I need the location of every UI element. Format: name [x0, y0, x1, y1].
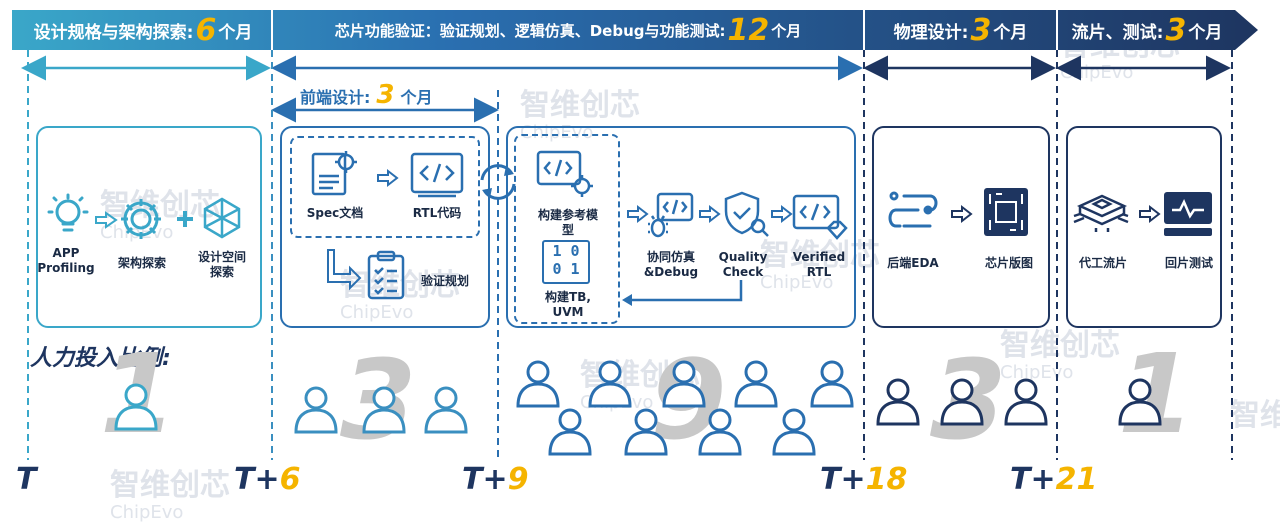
- shield-check-icon: [724, 191, 769, 237]
- flow-chart-icon: [888, 191, 938, 228]
- timeline-banner-arrow: [12, 10, 1258, 50]
- person-icon: [114, 383, 158, 431]
- foundry-tapeout-label: 代工流片: [1078, 256, 1127, 270]
- phase-box-verification: [506, 126, 856, 328]
- phase-box-physical: [872, 126, 1050, 328]
- person-icon: [1118, 378, 1162, 426]
- arrow-right-icon: [699, 204, 721, 224]
- person-icon: [876, 378, 920, 426]
- time-label-T21: T+21: [1010, 462, 1098, 497]
- watermark: 智维创芯: [1230, 398, 1280, 433]
- staff-ratio-4: 3: [930, 336, 1007, 464]
- person-icon: [698, 408, 742, 456]
- arrow-right-icon: [627, 204, 649, 224]
- testbench-group: [514, 134, 620, 324]
- time-label-T18: T+18: [820, 462, 908, 497]
- phase-box-frontend: [280, 126, 490, 328]
- lightbulb-icon: [47, 193, 89, 232]
- person-icon: [294, 386, 338, 434]
- phase-box-architecture: [36, 126, 262, 328]
- chip-layout-icon: [984, 188, 1028, 236]
- document-gear-icon: [311, 151, 357, 196]
- code-window-icon: [410, 152, 464, 198]
- cosim-debug-label: 协同仿真 &Debug: [643, 250, 699, 279]
- person-icon: [588, 360, 632, 408]
- microchip-icon: [1073, 194, 1129, 232]
- arrow-right-icon: [377, 168, 399, 188]
- test-monitor-icon: [1164, 192, 1212, 236]
- person-icon: [362, 386, 406, 434]
- person-icon: [516, 360, 560, 408]
- ref-model-label: 构建参考模 型: [537, 208, 598, 237]
- return-test-label: 回片测试: [1164, 256, 1213, 270]
- verif-plan-label: 验证规划: [420, 274, 469, 288]
- person-icon: [624, 408, 668, 456]
- person-icon: [662, 360, 706, 408]
- plus-icon: [177, 211, 193, 227]
- spec-rtl-group: [290, 136, 480, 238]
- arrow-right-icon: [1139, 204, 1161, 224]
- spec-doc-label: Spec文档: [306, 206, 364, 220]
- person-icon: [734, 360, 778, 408]
- person-icon: [810, 360, 854, 408]
- person-icon: [1004, 378, 1048, 426]
- feedback-arrow: [622, 280, 743, 306]
- design-space-label: 设计空间 探索: [197, 250, 246, 279]
- person-icon: [424, 386, 468, 434]
- arrow-right-icon: [951, 204, 973, 224]
- staffing-title: 人力投入比例:: [30, 346, 171, 371]
- quality-check-label: Quality Check: [718, 250, 768, 279]
- verified-rtl-label: Verified RTL: [792, 250, 846, 279]
- arrow-right-icon: [771, 204, 793, 224]
- network-globe-icon: [203, 197, 241, 239]
- time-label-T: T: [16, 462, 37, 497]
- code-diamond-icon: [792, 194, 848, 240]
- clipboard-check-icon: [367, 250, 405, 300]
- binary-icon: 1 0 0 1: [542, 240, 590, 284]
- gear-icon: [121, 199, 161, 239]
- arch-explore-label: 架构探索: [117, 256, 166, 270]
- bug-code-icon: [648, 192, 694, 238]
- person-icon: [772, 408, 816, 456]
- time-label-T9: T+9: [462, 462, 529, 497]
- chip-layout-label: 芯片版图: [984, 256, 1033, 270]
- phase-box-tapeout: [1066, 126, 1222, 328]
- build-tb-label: 构建TB, UVM: [545, 290, 591, 319]
- app-profiling-label: APP Profiling: [37, 246, 95, 275]
- code-gear-icon: [536, 150, 593, 197]
- elbow-arrow-icon: [327, 249, 362, 291]
- person-icon: [548, 408, 592, 456]
- arrow-right-icon: [95, 211, 118, 229]
- time-label-T6: T+6: [234, 462, 301, 497]
- person-icon: [940, 378, 984, 426]
- rtl-code-label: RTL代码: [412, 206, 462, 220]
- backend-eda-label: 后端EDA: [887, 256, 939, 270]
